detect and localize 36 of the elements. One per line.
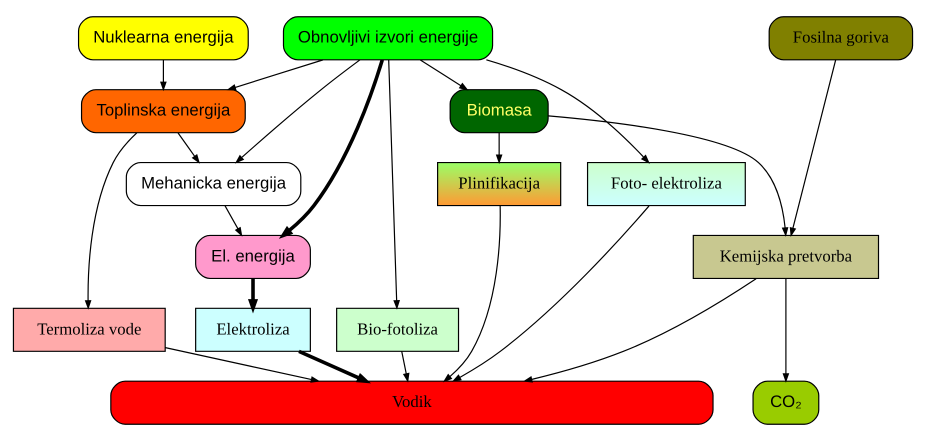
arrow (388, 60, 400, 310)
node-box: Toplinska energija (80, 89, 246, 134)
arrow (442, 206, 501, 382)
arrow (401, 351, 410, 383)
arrow (782, 278, 790, 383)
arrow (165, 347, 320, 383)
node-box: Fosilna goriva (768, 16, 914, 60)
arrow (226, 59, 324, 90)
node-box: Biomasa (450, 89, 549, 134)
arrow (452, 206, 650, 382)
node-box: Kemijska pretvorba (692, 234, 880, 280)
node-box: Elektroliza (195, 308, 311, 352)
arrow (790, 60, 836, 238)
node-box: El. energija (195, 234, 311, 280)
arrow (548, 115, 788, 237)
arrow (298, 350, 372, 384)
node-box: Obnovljivi izvori energije (282, 16, 494, 60)
arrow (248, 278, 258, 314)
arrow (278, 59, 384, 239)
arrow (522, 278, 756, 383)
node-box: CO₂ (752, 380, 820, 425)
arrow (224, 205, 242, 237)
arrow (420, 59, 469, 91)
node-box: Nuklearna energija (78, 16, 249, 60)
arrow (234, 59, 360, 164)
arrow (496, 132, 502, 164)
arrow (486, 59, 650, 164)
node-box: Plinifikacija (437, 162, 562, 206)
node-box: Termoliza vode (12, 308, 166, 352)
node-box: Foto- elektroliza (586, 162, 746, 206)
arrow (84, 132, 138, 310)
node-box: Bio-fotoliza (336, 308, 460, 352)
node-box: Mehanicka energija (126, 162, 302, 206)
arrow (177, 132, 200, 164)
node-box: Vodik (110, 380, 714, 425)
arrow (160, 60, 167, 92)
